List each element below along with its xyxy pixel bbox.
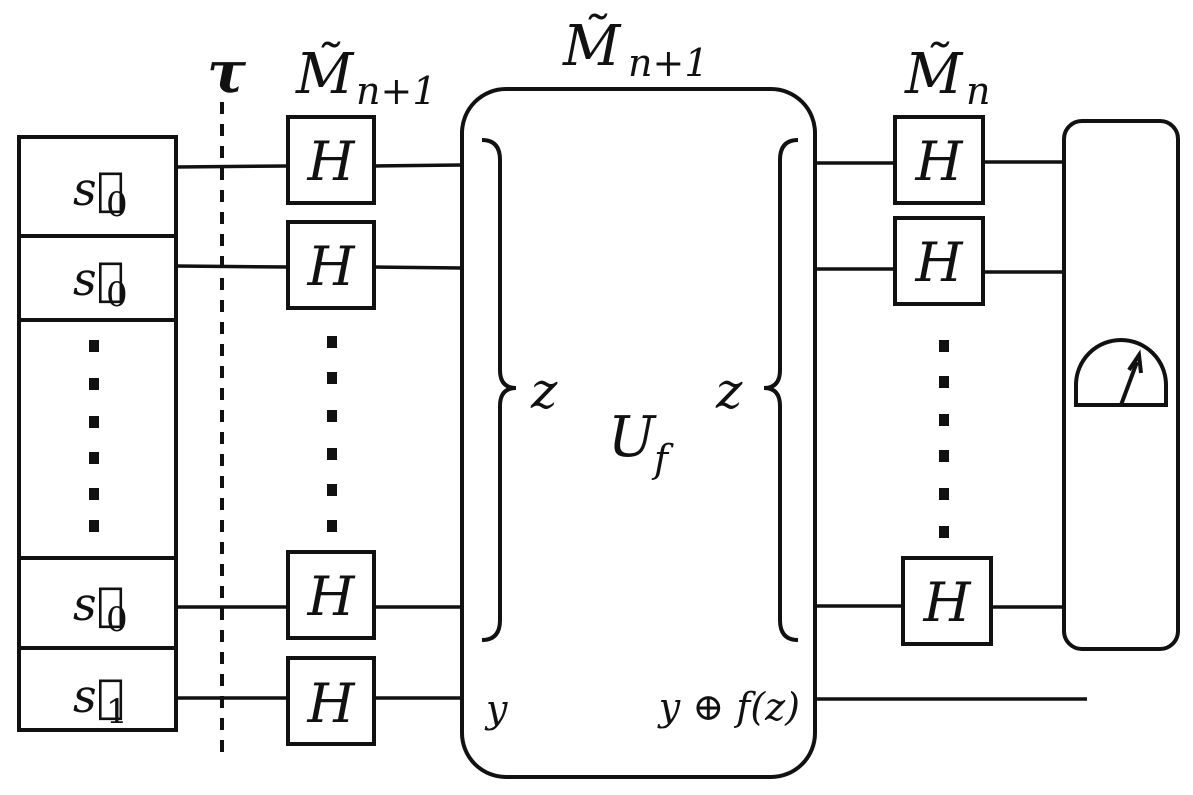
hadamard-gate: H xyxy=(286,115,376,205)
register-index: 1 xyxy=(106,692,128,732)
z-input-label: z xyxy=(530,362,558,420)
register-index: 0 xyxy=(106,275,128,315)
wires-to-oracle xyxy=(373,163,463,700)
register-index: 0 xyxy=(106,185,128,225)
oracle-symbol: U xyxy=(608,405,657,470)
gate-label: H xyxy=(306,565,355,628)
measurement-box xyxy=(1062,119,1180,651)
gate-label: H xyxy=(922,571,971,634)
hadamard-gate: H xyxy=(901,556,993,646)
register-label-4: s⃗ 1 xyxy=(73,669,128,732)
right-brace xyxy=(763,138,799,642)
gate-label: H xyxy=(306,672,355,735)
gate-label: H xyxy=(306,130,355,193)
subscript-n-plus-1: n+1 xyxy=(356,69,437,113)
m-tilde-symbol: M̃ xyxy=(562,13,622,79)
subscript-n-plus-1: n+1 xyxy=(628,41,709,85)
register-symbol: s⃗ xyxy=(73,669,124,723)
register-index: 0 xyxy=(106,600,128,640)
hadamard-gate: H xyxy=(893,115,985,205)
input-wires xyxy=(175,164,289,700)
register-label-3: s⃗ 0 xyxy=(73,577,128,640)
gate-label: H xyxy=(914,130,963,193)
y-xor-f-output-label: y ⊕ f(z) xyxy=(657,685,800,729)
register-label-1: s⃗ 0 xyxy=(73,162,128,225)
wires-to-measurement xyxy=(983,160,1064,609)
register-ellipsis xyxy=(89,340,99,532)
register-symbol: s⃗ xyxy=(73,577,124,631)
input-register-frame xyxy=(17,135,178,732)
hadamard-gate: H xyxy=(286,656,376,746)
gate-ellipsis xyxy=(939,340,949,538)
hadamard-gate: H xyxy=(286,220,376,310)
measurement-meter-icon xyxy=(1074,338,1168,407)
label-m-tilde-n-plus-1-top: M̃ n+1 xyxy=(562,13,709,85)
left-brace xyxy=(481,138,517,642)
gate-label: H xyxy=(914,231,963,294)
gate-ellipsis xyxy=(327,336,337,532)
m-tilde-symbol: M̃ xyxy=(904,41,964,107)
label-m-tilde-n-plus-1-left: M̃ n+1 xyxy=(295,41,437,113)
register-symbol: s⃗ xyxy=(73,162,124,216)
input-register-stack xyxy=(17,135,178,732)
subscript-n: n xyxy=(966,69,990,113)
gate-label: H xyxy=(306,235,355,298)
m-tilde-symbol: M̃ xyxy=(295,41,355,107)
tau-label: τ xyxy=(207,38,247,106)
register-label-2: s⃗ 0 xyxy=(73,252,128,315)
wires-from-oracle xyxy=(815,161,1087,701)
register-symbol: s⃗ xyxy=(73,252,124,306)
hadamard-gate: H xyxy=(286,550,376,640)
oracle-box xyxy=(460,87,817,779)
hadamard-column-right: H H H xyxy=(893,115,993,646)
hadamard-column-left: H H H H xyxy=(286,115,376,746)
label-m-tilde-n-right: M̃ n xyxy=(904,41,990,113)
hadamard-gate: H xyxy=(893,216,985,306)
z-output-label: z xyxy=(715,362,743,420)
y-input-label: y xyxy=(484,687,508,731)
